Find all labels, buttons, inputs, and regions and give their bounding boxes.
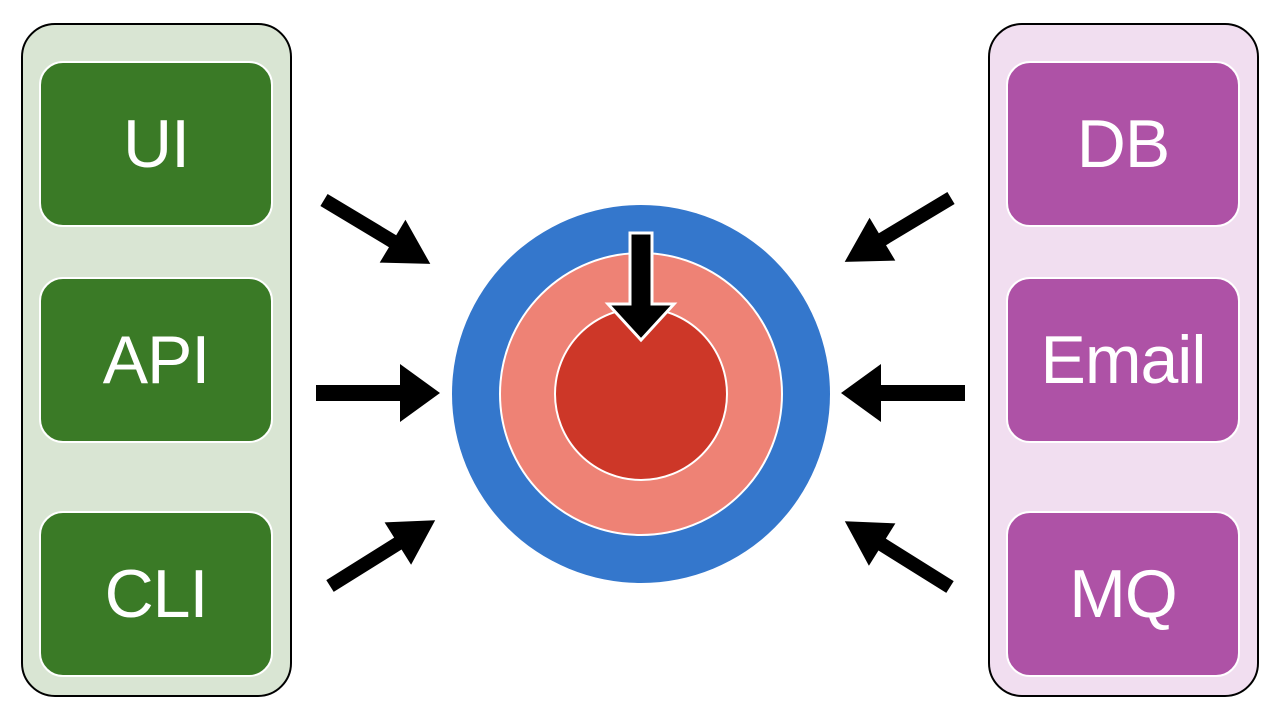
ui-box: UI — [39, 61, 273, 227]
arrow-ui-to-core — [320, 193, 431, 264]
arrow-api-to-core — [316, 364, 440, 422]
db-box: DB — [1006, 61, 1240, 227]
mq-box: MQ — [1006, 511, 1240, 677]
arrow-db-to-core — [844, 191, 955, 262]
cli-box: CLI — [39, 511, 273, 677]
api-label: API — [102, 322, 211, 398]
cli-label: CLI — [104, 556, 209, 632]
arrow-email-to-core — [841, 364, 965, 422]
email-label: Email — [1040, 322, 1206, 398]
arrow-into-core-shape — [604, 231, 678, 343]
arrow-mq-to-core — [844, 521, 954, 593]
api-box: API — [39, 277, 273, 443]
email-box: Email — [1006, 277, 1240, 443]
db-label: DB — [1076, 106, 1170, 182]
mq-label: MQ — [1069, 556, 1178, 632]
ui-label: UI — [123, 106, 190, 182]
arrow-into-core — [604, 231, 678, 343]
arrow-cli-to-core — [326, 520, 436, 592]
